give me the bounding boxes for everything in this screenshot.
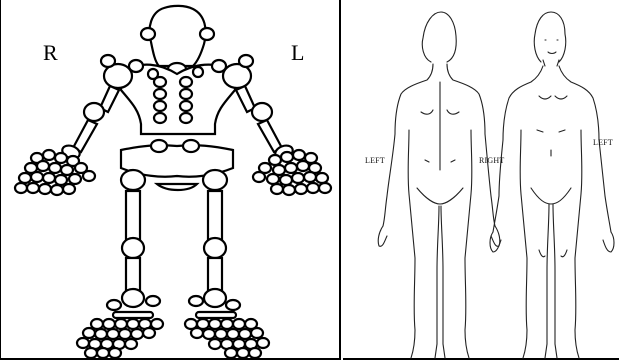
knee-right bbox=[122, 238, 144, 258]
hip-left bbox=[203, 170, 227, 190]
front-view-figure bbox=[490, 12, 614, 358]
elbow-right bbox=[84, 103, 104, 121]
midfoot-left bbox=[196, 312, 236, 318]
hand-joints-left bbox=[253, 150, 331, 195]
knee-left bbox=[204, 238, 226, 258]
femur-right bbox=[126, 191, 140, 243]
clavicle-right bbox=[129, 60, 143, 72]
back-view-figure bbox=[378, 12, 500, 358]
sternum-joint bbox=[193, 67, 203, 77]
hand-joints-right bbox=[15, 150, 95, 195]
pubic-symphysis bbox=[157, 184, 197, 190]
ankle-left bbox=[204, 289, 226, 307]
skeleton-figure bbox=[1, 0, 342, 360]
hip-right bbox=[121, 170, 145, 190]
ankle-right bbox=[122, 289, 144, 307]
talus-right-a bbox=[107, 300, 121, 310]
talus-right-b bbox=[146, 296, 160, 306]
foot-joints-left bbox=[185, 319, 269, 358]
body-outline-figures bbox=[343, 0, 619, 360]
femur-left bbox=[208, 191, 222, 243]
talus-left-a bbox=[189, 296, 203, 306]
tibia-left bbox=[208, 258, 222, 292]
midfoot-right bbox=[113, 312, 153, 318]
skeleton-joint-diagram: R L bbox=[0, 0, 341, 360]
clavicle-left bbox=[212, 60, 226, 72]
lumbar-joint bbox=[151, 140, 167, 152]
back-view-left-label: LEFT bbox=[365, 156, 385, 165]
jaw-joint-right bbox=[141, 28, 155, 40]
ac-joint-right bbox=[101, 55, 115, 67]
body-outline-diagram: LEFT RIGHT LEFT bbox=[343, 0, 619, 360]
talus-left-b bbox=[226, 300, 240, 310]
tibia-right bbox=[126, 258, 140, 292]
elbow-left bbox=[252, 103, 272, 121]
ac-joint-left bbox=[239, 55, 253, 67]
jaw-joint-left bbox=[200, 28, 214, 40]
back-view-right-label: RIGHT bbox=[479, 156, 504, 165]
foot-joints-right bbox=[77, 319, 163, 358]
sacroiliac-joint bbox=[183, 140, 199, 152]
front-view-left-label: LEFT bbox=[593, 138, 613, 147]
head bbox=[150, 6, 206, 66]
torso bbox=[121, 65, 235, 134]
